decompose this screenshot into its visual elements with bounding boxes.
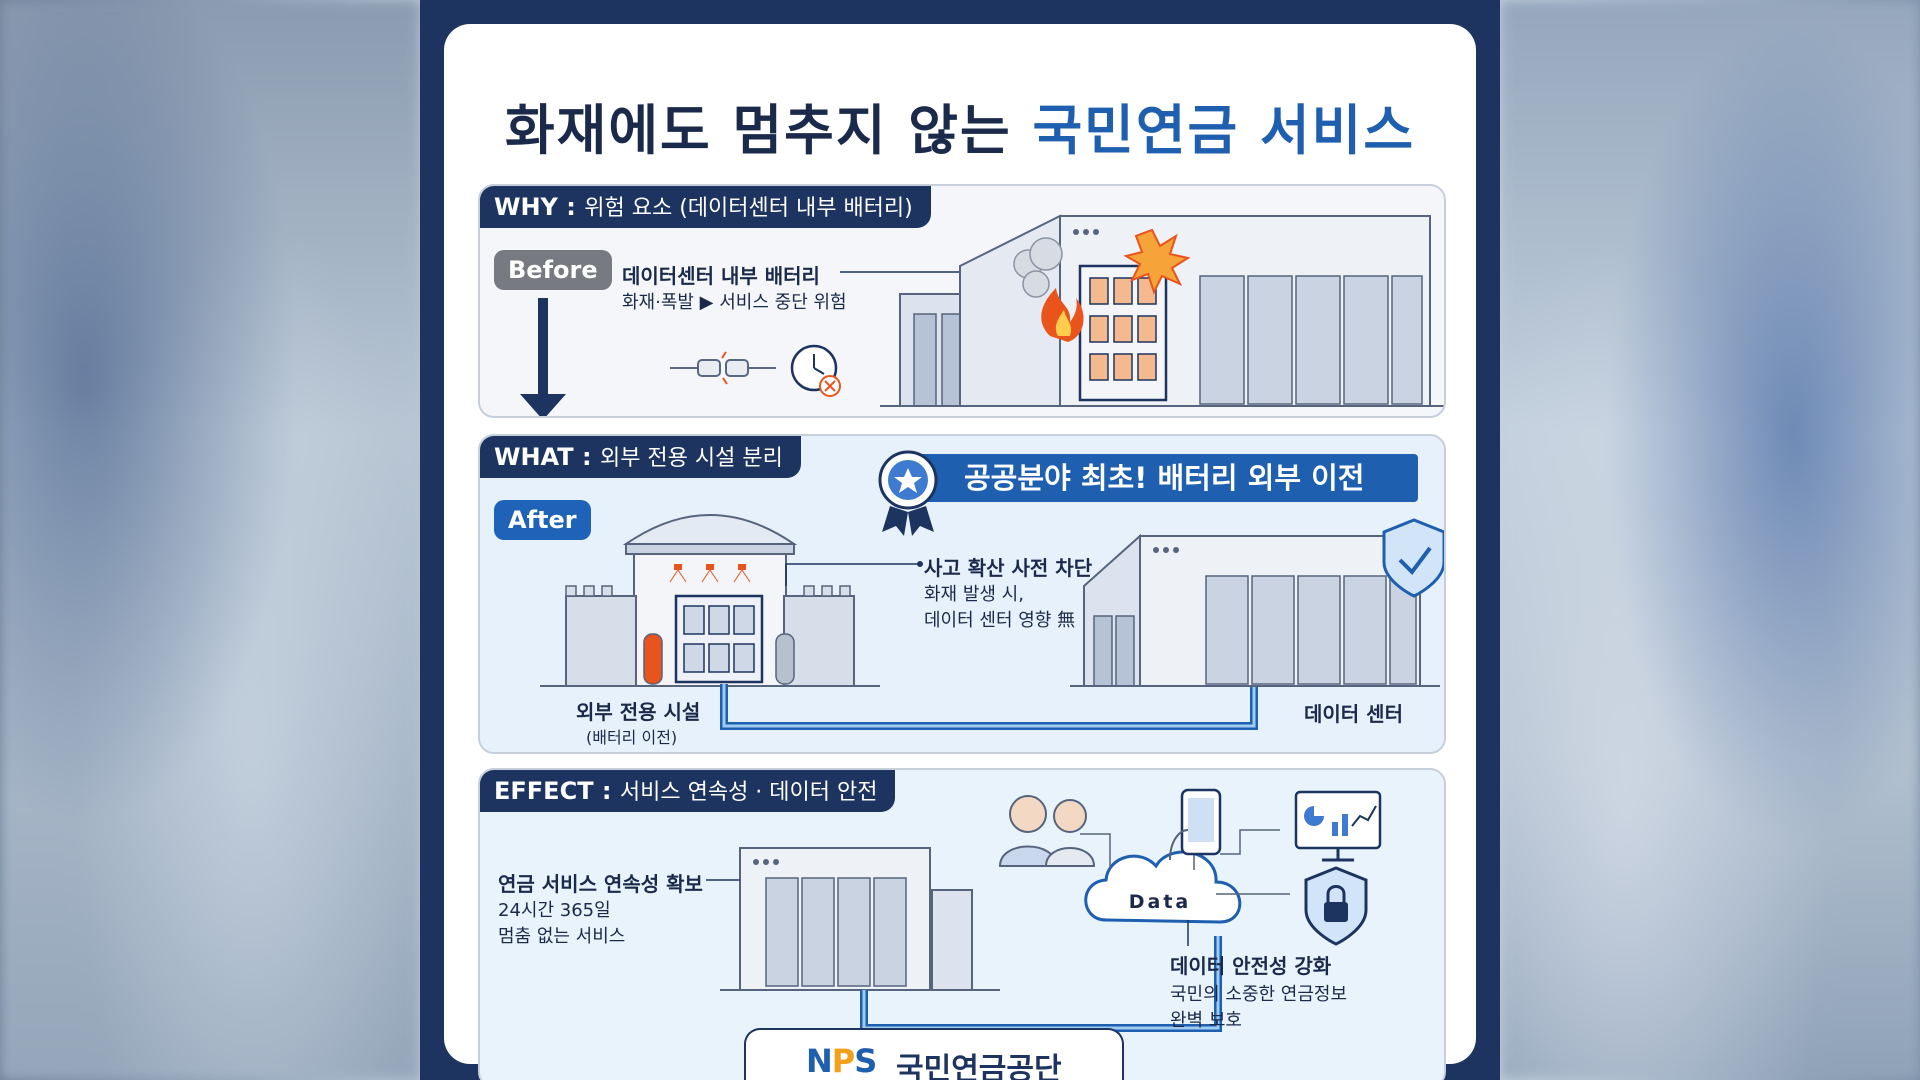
effect-illustration: Data (706, 788, 1382, 1032)
what-tab-sub: 외부 전용 시설 분리 (599, 446, 783, 471)
after-badge: After (494, 500, 591, 540)
cloud-icon: Data (1084, 850, 1242, 924)
shield-check-icon (1382, 518, 1444, 598)
network-connectors (1080, 829, 1290, 895)
safety-bold: 데이터 안전성 강화 (1170, 954, 1332, 978)
server-racks (1199, 275, 1423, 405)
facility-sub-label: (배터리 이전) (586, 728, 678, 747)
award-badge-icon (878, 450, 938, 536)
explosion-icon (1123, 228, 1191, 295)
why-tab-head: WHY : (494, 193, 585, 221)
what-callout-line2: 데이터 센터 영향 無 (924, 610, 1076, 631)
why-label-bold: 데이터센터 내부 배터리 (622, 264, 820, 288)
why-label-text: 화재·폭발 ▶ 서비스 중단 위험 (622, 292, 847, 313)
battery-icon (683, 605, 755, 673)
logo-letter-n: N (806, 1042, 833, 1080)
server-racks-after (1205, 575, 1417, 685)
safety-line1: 국민의 소중한 연금정보 (1170, 984, 1348, 1005)
connection-pipe (720, 684, 1258, 730)
facility-label: 외부 전용 시설 (576, 700, 701, 724)
title-main: 화재에도 멈추지 않는 (504, 99, 1033, 162)
what-callout-line1: 화재 발생 시, (924, 584, 1024, 605)
what-callout-bold: 사고 확산 사전 차단 (924, 556, 1093, 580)
monitor-chart-icon (1294, 790, 1382, 862)
logo-letter-p: P (831, 1042, 855, 1080)
effect-tab-head: EFFECT : (494, 777, 620, 805)
fire-icon (1041, 288, 1084, 342)
footer-logo-tab: NPS 국민연금공단 (744, 1028, 1124, 1080)
why-illustration (520, 214, 1444, 416)
why-tab: WHY : 위험 요소 (데이터센터 내부 배터리) (480, 186, 931, 228)
continuity-line1: 24시간 365일 (498, 900, 611, 921)
why-section: WHY : 위험 요소 (데이터센터 내부 배터리) Before (478, 184, 1446, 418)
what-tab: WHAT : 외부 전용 시설 분리 (480, 436, 801, 478)
background-blur-right (1500, 0, 1920, 1080)
what-section: WHAT : 외부 전용 시설 분리 After 공공분야 최초! 배터리 외부… (478, 434, 1446, 754)
first-in-public-banner: 공공분야 최초! 배터리 외부 이전 (898, 454, 1418, 502)
battery-cabinet (1078, 264, 1168, 402)
effect-tab: EFFECT : 서비스 연속성 · 데이터 안전 (480, 770, 896, 812)
title-accent: 국민연금 서비스 (1032, 99, 1416, 162)
safety-line2: 완벽 보호 (1170, 1010, 1242, 1031)
smoke-cloud (1013, 237, 1063, 298)
battery-rack (674, 594, 764, 684)
fire-extinguisher-icon (643, 633, 795, 685)
logo-letter-s: S (854, 1042, 877, 1080)
before-after-arrow (520, 298, 566, 416)
cloud-label: Data (1129, 891, 1192, 913)
lock-shield-icon (1304, 866, 1368, 946)
seniors-icon (998, 795, 1096, 867)
nps-logo: NPS (806, 1042, 877, 1080)
infographic-card: 화재에도 멈추지 않는 국민연금 서비스 WHY : 위험 요소 (데이터센터 … (444, 24, 1476, 1080)
what-illustration (540, 450, 1444, 730)
clock-cancel-icon (790, 344, 841, 397)
infographic-frame: 화재에도 멈추지 않는 국민연금 서비스 WHY : 위험 요소 (데이터센터 … (420, 0, 1500, 1080)
datacenter-label: 데이터 센터 (1304, 702, 1403, 726)
server-cluster (720, 847, 1000, 991)
page-title: 화재에도 멈추지 않는 국민연금 서비스 (444, 86, 1476, 165)
continuity-line2: 멈춤 없는 서비스 (498, 926, 626, 947)
continuity-bold: 연금 서비스 연속성 확보 (498, 872, 703, 896)
effect-tab-sub: 서비스 연속성 · 데이터 안전 (619, 780, 878, 805)
smartphone-icon (1169, 788, 1222, 861)
before-badge: Before (494, 250, 612, 290)
organization-name: 국민연금공단 (896, 1052, 1062, 1080)
what-tab-head: WHAT : (494, 443, 600, 471)
sprinkler-icon (669, 564, 751, 583)
datacenter-building (880, 214, 1444, 407)
why-tab-sub: 위험 요소 (데이터센터 내부 배터리) (584, 196, 913, 221)
background-blur-left (0, 0, 420, 1080)
broken-plug-icon (670, 351, 776, 385)
battery-icon (1089, 277, 1157, 381)
